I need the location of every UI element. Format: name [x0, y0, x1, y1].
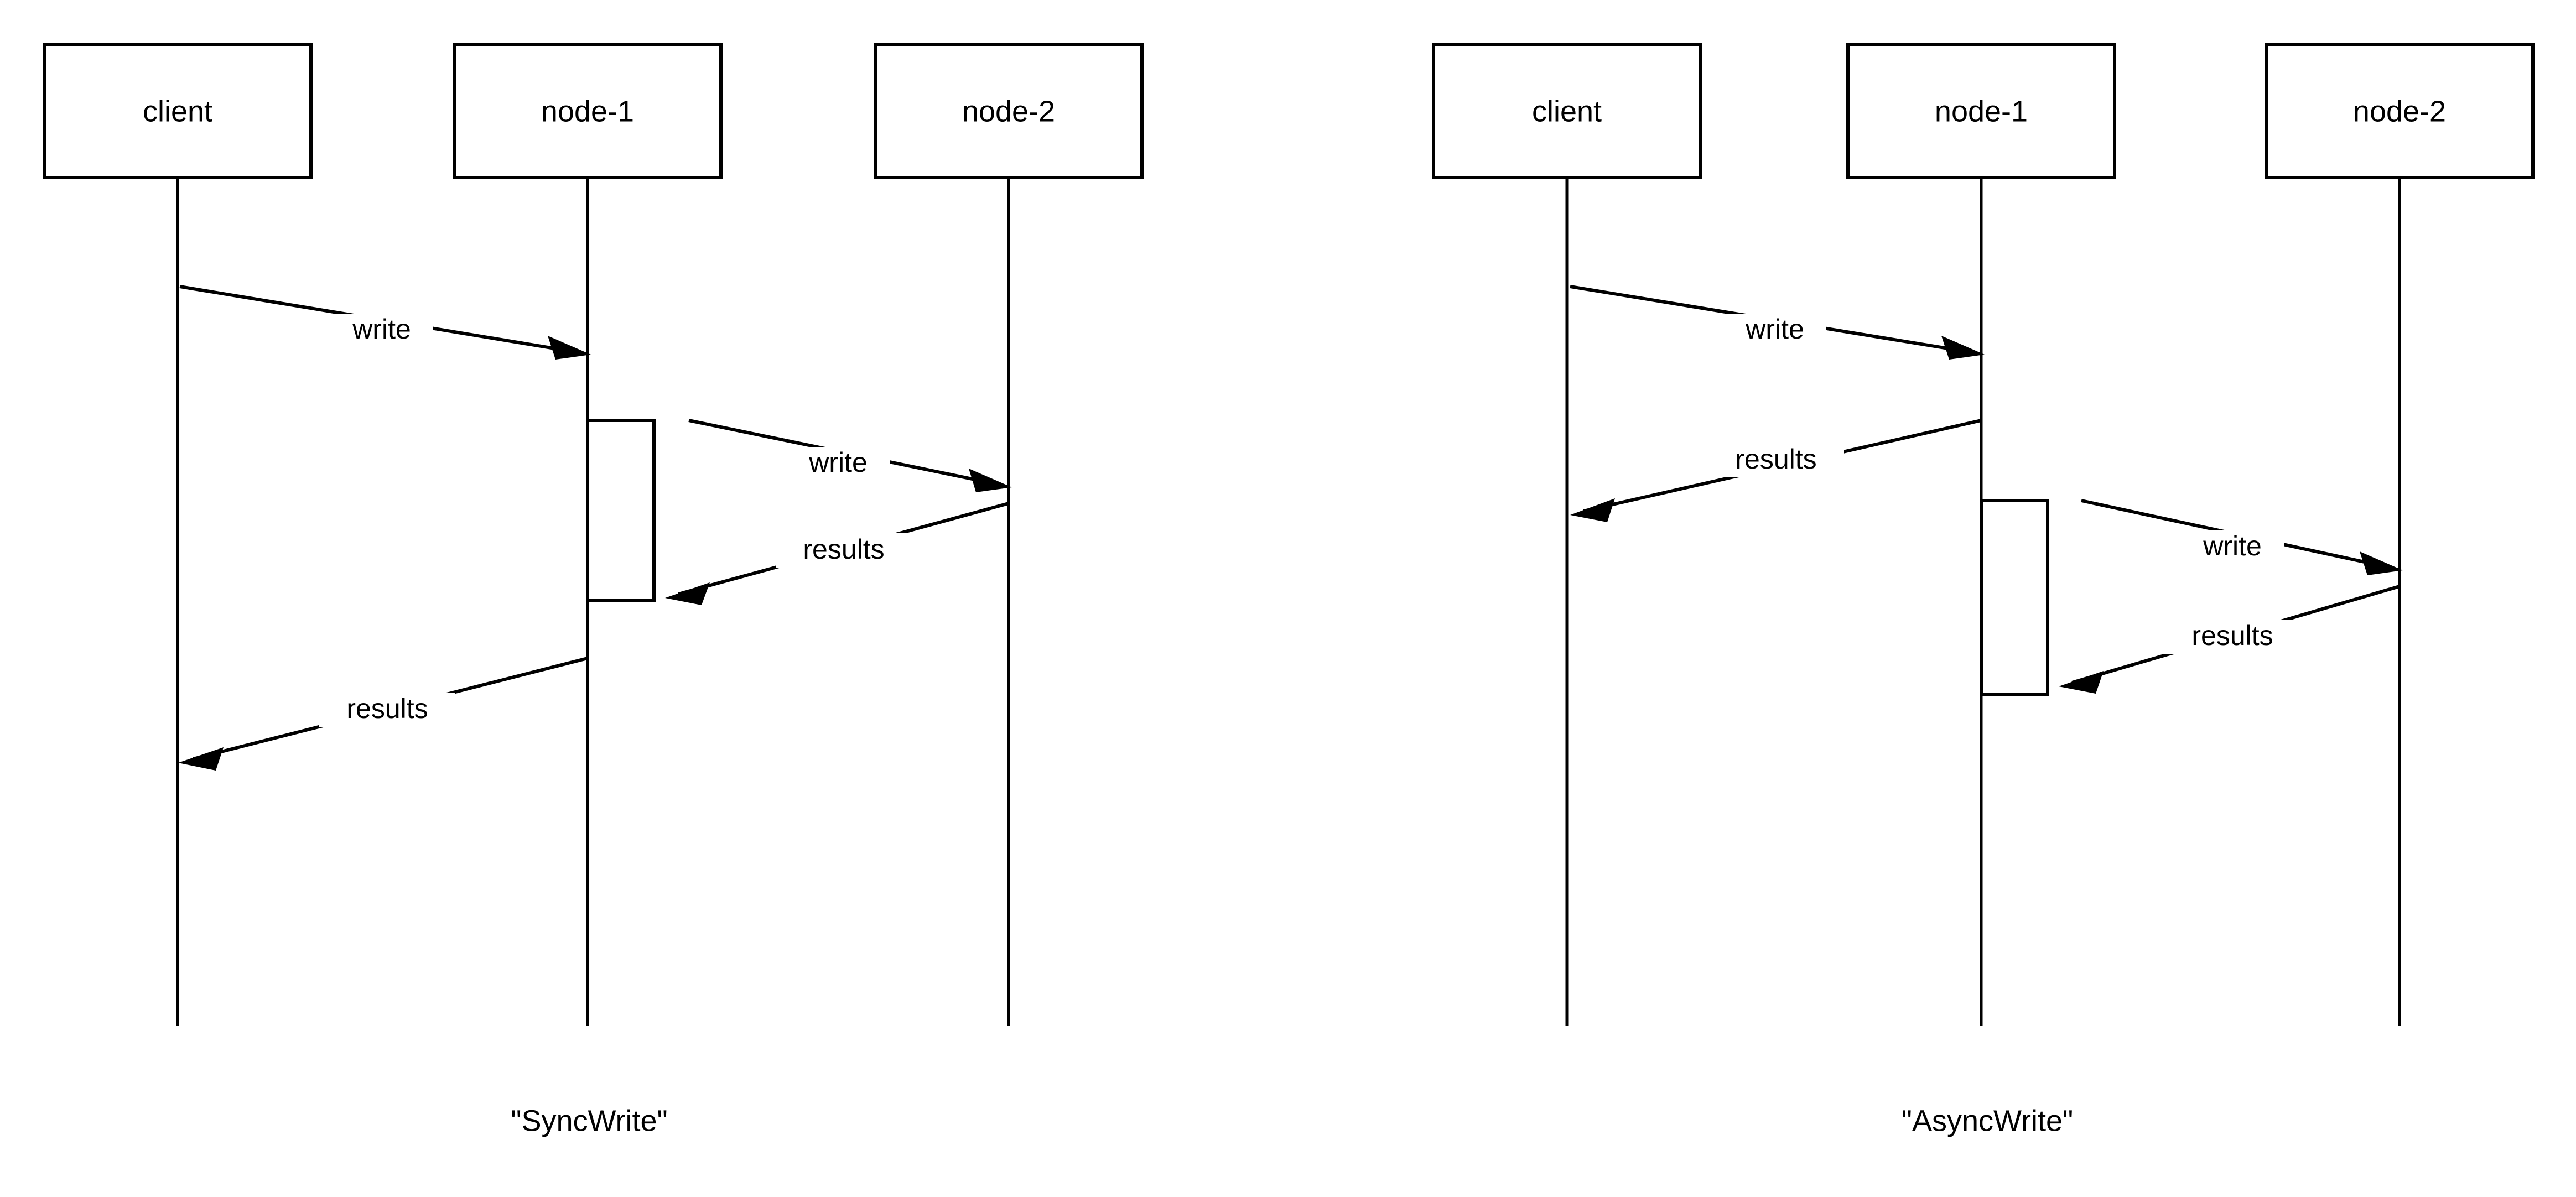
message-label-backdrop	[330, 314, 433, 348]
message-label-backdrop	[319, 693, 455, 727]
message-label: write	[808, 447, 868, 478]
message-label: write	[1745, 314, 1804, 345]
message-label: write	[2203, 530, 2262, 561]
diagram-async-write: client node-1 node-2 write	[1432, 43, 2535, 1137]
activation-bar-node-1	[586, 419, 656, 602]
message-node1-write-node2[interactable]: write	[2081, 499, 2403, 575]
diagram-caption-sync: "SyncWrite"	[511, 1104, 667, 1137]
arrowhead-icon	[2059, 671, 2104, 694]
participant-box	[1846, 43, 2116, 179]
arrowhead-icon	[548, 336, 591, 360]
participant-node-2[interactable]: node-2	[2265, 43, 2535, 179]
participant-client[interactable]: client	[43, 43, 313, 179]
message-label: results	[803, 534, 884, 565]
message-label: results	[1735, 444, 1816, 475]
participant-box	[43, 43, 313, 179]
participant-label: node-1	[1935, 95, 2028, 128]
message-client-write-node1[interactable]: write	[1570, 285, 1985, 360]
participant-label: node-2	[2353, 95, 2446, 128]
message-label-backdrop	[787, 447, 890, 481]
message-label: results	[2191, 620, 2273, 651]
arrowhead-icon	[178, 747, 224, 771]
participant-label: node-1	[541, 95, 634, 128]
participant-box	[874, 43, 1144, 179]
message-label-backdrop	[2181, 530, 2284, 565]
participant-client[interactable]: client	[1432, 43, 1702, 179]
participant-box	[2265, 43, 2535, 179]
message-node1-results-client[interactable]: results	[178, 657, 588, 771]
participant-box	[453, 43, 723, 179]
message-node2-results-node1[interactable]: results	[665, 502, 1009, 605]
participant-node-2[interactable]: node-2	[874, 43, 1144, 179]
message-label-backdrop	[1723, 314, 1826, 348]
diagram-sync-write: client node-1 node-2 write	[43, 43, 1144, 1137]
message-label: results	[346, 693, 428, 724]
participant-label: client	[1532, 95, 1602, 128]
message-node1-results-client[interactable]: results	[1570, 419, 1982, 522]
arrowhead-icon	[2360, 551, 2403, 575]
arrowhead-icon	[665, 582, 710, 605]
activation-bar-node-1	[1980, 499, 2049, 696]
participant-node-1[interactable]: node-1	[453, 43, 723, 179]
message-node2-results-node1[interactable]: results	[2059, 585, 2400, 694]
arrowhead-icon	[1941, 336, 1985, 360]
participant-label: node-2	[962, 95, 1055, 128]
message-node1-write-node2[interactable]: write	[688, 419, 1012, 492]
participant-label: client	[143, 95, 212, 128]
message-client-write-node1[interactable]: write	[179, 285, 591, 360]
participant-box	[1432, 43, 1702, 179]
arrowhead-icon	[969, 469, 1012, 492]
diagram-caption-async: "AsyncWrite"	[1902, 1104, 2073, 1137]
participant-node-1[interactable]: node-1	[1846, 43, 2116, 179]
message-label-backdrop	[776, 533, 912, 568]
message-label-backdrop	[2164, 620, 2300, 654]
message-label: write	[352, 314, 411, 345]
message-label-backdrop	[1708, 443, 1844, 477]
arrowhead-icon	[1570, 498, 1615, 522]
